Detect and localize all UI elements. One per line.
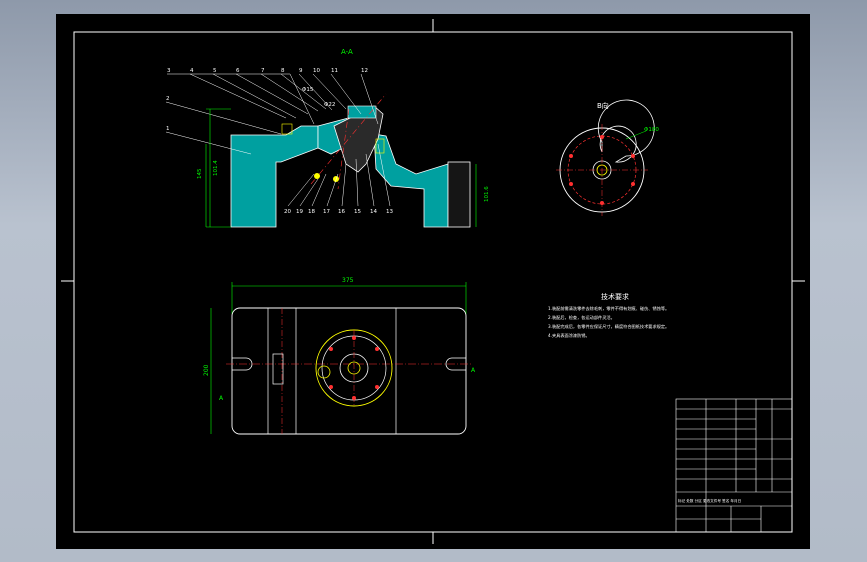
dim-height-101-4: 101.4 (213, 160, 219, 176)
locating-pin-2 (333, 176, 339, 182)
drawing-canvas: A-A 3 4 5 6 7 8 9 10 11 12 2 1 (61, 19, 805, 544)
nut (375, 138, 385, 154)
right-end-plate (447, 161, 471, 228)
sheet-border (73, 31, 793, 533)
plan-clamp-block (272, 353, 284, 385)
bolt-head (281, 123, 293, 135)
locating-pin (314, 173, 320, 179)
part-no-1: 1 (166, 126, 170, 132)
view-b-dia: Φ180 (644, 127, 659, 133)
tech-req-line-2: 2.装配后，检查，各运动部件灵活。 (548, 314, 615, 321)
body-left-block (230, 125, 319, 228)
title-block-header: 标记 处数 分区 更改文件号 签名 年月日 (678, 498, 741, 503)
title-block (675, 398, 793, 533)
part-no-7: 7 (261, 68, 265, 74)
part-no-18: 18 (308, 209, 315, 215)
part-no-15: 15 (354, 209, 361, 215)
plan-locating-pin (317, 365, 331, 379)
dim-overall-375: 375 (342, 277, 354, 284)
section-mark-a-left: A (219, 395, 224, 402)
tech-req-line-1: 1.装配前需清洗零件去除毛刺，零件不得有划痕、碰伤、锈蚀等。 (548, 305, 669, 312)
part-no-12: 12 (361, 68, 368, 74)
bore-dim-1: Φ15 (302, 87, 314, 93)
pin-centerline (337, 108, 350, 190)
part-no-11: 11 (331, 68, 338, 74)
view-b: B向 Φ180 (556, 99, 659, 216)
dim-width-200: 200 (203, 364, 210, 376)
tech-req-title: 技术要求 (601, 292, 629, 301)
part-no-4: 4 (190, 68, 194, 74)
tech-req-line-3: 3.装配完成后，各零件应保证尺寸，精度符合图纸技术要求规定。 (548, 323, 669, 330)
part-no-3: 3 (167, 68, 171, 74)
part-no-14: 14 (370, 209, 377, 215)
tech-req-line-4: 4.夹具表面涂漆防锈。 (548, 332, 590, 339)
tech-requirements: 技术要求 1.装配前需清洗零件去除毛刺，零件不得有划痕、碰伤、锈蚀等。 2.装配… (548, 292, 669, 339)
part-no-17: 17 (323, 209, 330, 215)
cad-drawing-viewport[interactable]: A-A 3 4 5 6 7 8 9 10 11 12 2 1 (56, 14, 810, 549)
section-title: A-A (341, 48, 353, 56)
dim-height-101-6: 101.6 (484, 186, 490, 202)
right-slot (445, 357, 466, 371)
view-b-title: B向 (597, 101, 609, 110)
dim-height-145: 145 (197, 168, 203, 179)
bore-dim-2: Φ22 (324, 102, 335, 108)
part-no-9: 9 (299, 68, 303, 74)
section-view-a-a: A-A 3 4 5 6 7 8 9 10 11 12 2 1 (165, 48, 490, 228)
part-no-8: 8 (281, 68, 285, 74)
part-no-6: 6 (236, 68, 240, 74)
section-mark-a-right: A (471, 367, 476, 374)
part-no-13: 13 (386, 209, 393, 215)
part-no-2: 2 (166, 96, 170, 102)
part-no-19: 19 (296, 209, 303, 215)
part-no-16: 16 (338, 209, 345, 215)
part-no-5: 5 (213, 68, 217, 74)
top-cap (347, 105, 377, 119)
part-no-20: 20 (284, 209, 291, 215)
base-plate-outline (231, 307, 467, 435)
view-b-bolt-holes (569, 135, 635, 205)
plan-view: 375 200 A A (203, 277, 476, 435)
part-no-10: 10 (313, 68, 320, 74)
